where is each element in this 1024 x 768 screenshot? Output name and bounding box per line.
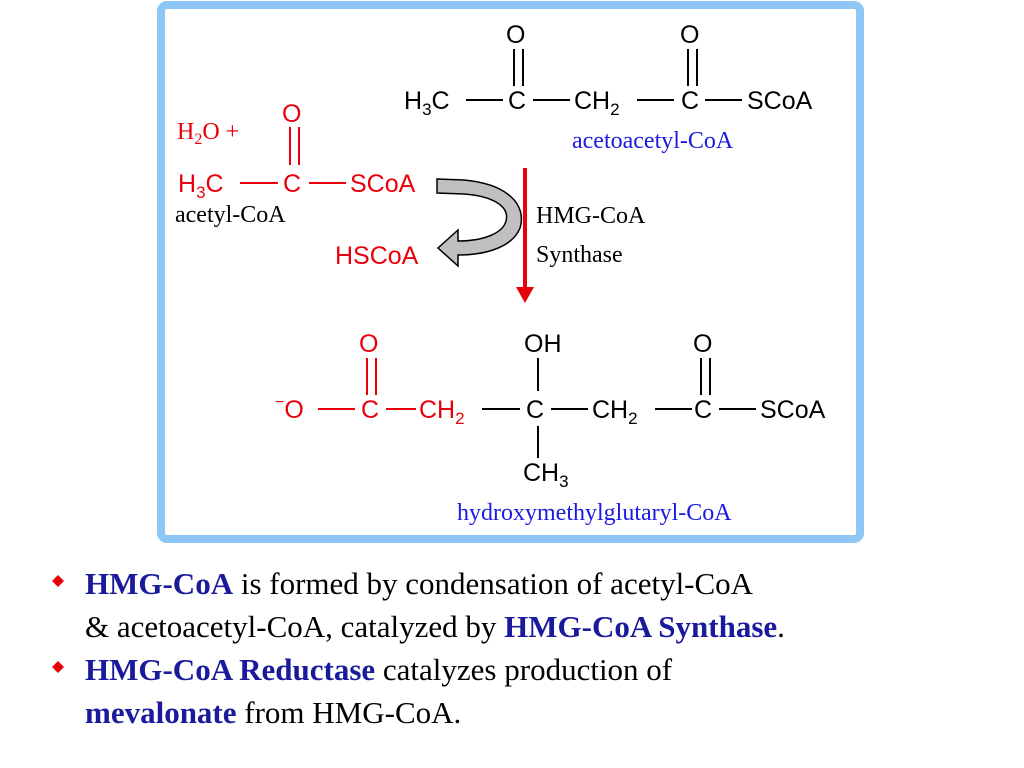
bullet-1-text-1: is formed by condensation of acetyl-CoA — [233, 566, 754, 601]
hmg-o3: O — [693, 330, 712, 358]
hmg-c2: C — [526, 396, 544, 424]
term-hmg-coa-reductase: HMG-CoA Reductase — [85, 652, 376, 687]
bullet-item-2: HMG-CoA Reductase catalyzes production o… — [48, 648, 1008, 734]
diamond-bullet-icon — [52, 661, 64, 673]
acetoacetyl-ch2: CH2 — [574, 87, 620, 119]
diamond-bullet-icon — [52, 575, 64, 587]
hmg-coa-black-part: OH C CH3 CH2 O C SCoA — [482, 330, 826, 491]
acetoacetyl-c1: C — [508, 87, 526, 115]
hmg-o1: O — [359, 330, 378, 358]
acetyl-scoa: SCoA — [350, 170, 416, 198]
term-hmg-coa: HMG-CoA — [85, 566, 234, 601]
acetyl-coa-label: acetyl-CoA — [175, 202, 286, 228]
hmg-ch2b: CH2 — [592, 396, 638, 428]
curved-release-arrow — [436, 178, 523, 268]
acetoacetyl-o1: O — [506, 21, 525, 49]
bullet-1-text-2: & acetoacetyl-CoA, catalyzed by — [85, 609, 505, 644]
hmg-coa-label: hydroxymethylglutaryl-CoA — [457, 500, 732, 526]
bullet-item-1: HMG-CoA is formed by condensation of ace… — [48, 562, 1008, 648]
hmg-c1: C — [361, 396, 379, 424]
water-plus: H2O + — [177, 119, 239, 148]
acetoacetyl-o2: O — [680, 21, 699, 49]
diagram-frame — [157, 1, 864, 543]
acetyl-o: O — [282, 100, 301, 128]
acetoacetyl-c2: C — [681, 87, 699, 115]
bullet-1-text-3: . — [777, 609, 785, 644]
enzyme-label-line2: Synthase — [536, 242, 623, 268]
acetoacetyl-coa-structure: O O H3C C CH2 C SCoA — [404, 21, 813, 119]
hmg-coa-red-part: O −O C CH2 — [275, 330, 465, 428]
bullet-2-text-2: from HMG-CoA. — [236, 695, 462, 730]
acetyl-h3c: H3C — [178, 170, 224, 202]
hmg-c3: C — [694, 396, 712, 424]
reaction-arrow-head — [516, 287, 534, 303]
hscoa-label: HSCoA — [335, 242, 419, 270]
bullet-list: HMG-CoA is formed by condensation of ace… — [48, 562, 1008, 734]
acetoacetyl-h3c: H3C — [404, 87, 450, 119]
reaction-diagram: O O H3C C CH2 C SCoA acetoacetyl-CoA H2O… — [157, 1, 864, 543]
hmg-o-minus: −O — [275, 394, 304, 424]
acetyl-coa-structure: O H3C C SCoA — [178, 100, 416, 202]
acetyl-c: C — [283, 170, 301, 198]
hmg-ch2a: CH2 — [419, 396, 465, 428]
bullet-2-text-1: catalyzes production of — [375, 652, 673, 687]
acetoacetyl-coa-label: acetoacetyl-CoA — [572, 128, 734, 154]
acetoacetyl-scoa: SCoA — [747, 87, 813, 115]
term-hmg-coa-synthase: HMG-CoA Synthase — [504, 609, 778, 644]
hmg-oh: OH — [524, 330, 562, 358]
enzyme-label-line1: HMG-CoA — [536, 203, 646, 229]
hmg-ch3: CH3 — [523, 459, 569, 491]
hmg-scoa: SCoA — [760, 396, 826, 424]
term-mevalonate: mevalonate — [85, 695, 237, 730]
